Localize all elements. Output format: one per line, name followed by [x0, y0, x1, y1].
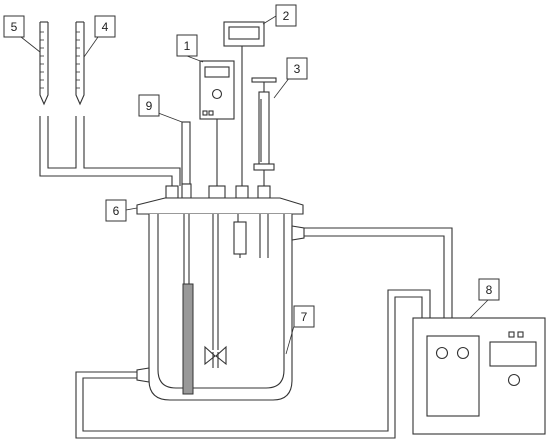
label-5-text: 5	[11, 20, 18, 34]
label-7-text: 7	[301, 310, 308, 324]
label-6: 6	[105, 199, 127, 222]
circulator-unit	[412, 317, 546, 435]
circulation-tubing	[75, 227, 453, 439]
measuring-tube-right	[75, 21, 85, 106]
label-9-text: 9	[146, 99, 153, 113]
label-6-text: 6	[113, 204, 120, 218]
stirrer-controller	[199, 60, 235, 120]
label-2: 2	[275, 4, 297, 27]
label-1: 1	[176, 34, 198, 57]
label-3: 3	[286, 57, 308, 80]
label-9: 9	[138, 94, 160, 117]
probe-9	[181, 121, 191, 185]
label-1-text: 1	[184, 39, 191, 53]
label-8-text: 8	[486, 283, 493, 297]
label-3-text: 3	[294, 62, 301, 76]
label-7: 7	[293, 305, 315, 328]
u-tube-inlet	[39, 116, 181, 186]
display-unit	[223, 21, 265, 47]
label-2-text: 2	[283, 9, 290, 23]
jacket-nozzles	[136, 225, 305, 383]
lid-ports	[165, 183, 271, 199]
label-4-text: 4	[102, 20, 109, 34]
vessel-internals	[182, 214, 269, 395]
label-4: 4	[94, 15, 116, 38]
reaction-vessel	[148, 214, 293, 401]
label-5: 5	[3, 15, 25, 38]
label-8: 8	[478, 278, 500, 301]
syringe	[251, 77, 277, 186]
measuring-tube-left	[39, 21, 49, 106]
vessel-lid	[136, 197, 304, 215]
